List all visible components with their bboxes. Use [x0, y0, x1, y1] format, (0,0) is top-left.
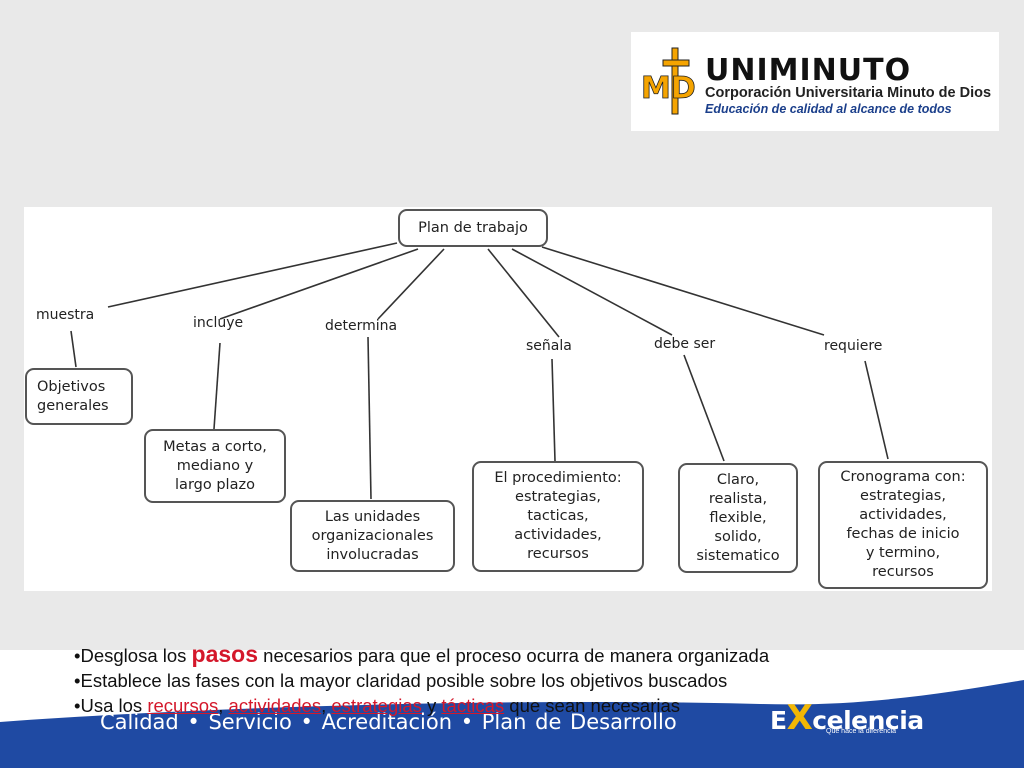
bullet-list: •Desglosa los pasos necesarios para que …	[74, 642, 1014, 718]
connector-lines	[70, 242, 889, 500]
excelencia-subtitle: Que hace la diferencia	[826, 728, 897, 735]
brand-x-icon: X	[786, 698, 813, 738]
logo-subtitle: Corporación Universitaria Minuto de Dios	[705, 85, 992, 101]
uniminuto-logo: MD UNIMINUTO Corporación Universitaria M…	[631, 32, 999, 131]
md-cross-logo-icon: MD	[641, 47, 696, 115]
link-label-muestra: muestra	[36, 307, 95, 323]
node-objetivos-generales: Objetivos generales	[25, 368, 133, 425]
emphasis-recursos: recursos	[147, 695, 219, 716]
link-label-incluye: incluye	[193, 315, 244, 331]
node-unidades-organizacionales: Las unidades organizacionales involucrad…	[290, 500, 455, 572]
bullet-2: •Establece las fases con la mayor clarid…	[74, 670, 728, 691]
bullet-3: •Usa los recursos, actividades, estrateg…	[74, 695, 681, 716]
node-cronograma: Cronograma con: estrategias, actividades…	[818, 461, 988, 589]
emphasis-pasos: pasos	[191, 641, 259, 667]
emphasis-estrategias: estrategias	[331, 695, 422, 716]
link-label-requiere: requiere	[824, 338, 883, 354]
emphasis-actividades: actividades	[228, 695, 322, 716]
node-procedimiento: El procedimiento: estrategias, tacticas,…	[472, 461, 644, 572]
node-claro-realista: Claro, realista, flexible, solido, siste…	[678, 463, 798, 573]
concept-map: Plan de trabajo muestra incluye determin…	[24, 207, 992, 591]
brand-rest: celencia	[812, 706, 924, 735]
emphasis-tacticas: tácticas	[441, 695, 505, 716]
node-metas: Metas a corto, mediano y largo plazo	[144, 429, 286, 503]
link-label-determina: determina	[325, 318, 398, 334]
bullet-1: •Desglosa los pasos necesarios para que …	[74, 641, 770, 667]
logo-name: UNIMINUTO	[705, 53, 912, 88]
link-label-senala: señala	[526, 338, 572, 354]
logo-slogan: Educación de calidad al alcance de todos	[705, 102, 952, 116]
footer-tagline: Calidad • Servicio • Acreditación • Plan…	[100, 710, 677, 734]
footer-wave	[0, 680, 1024, 768]
node-plan-de-trabajo: Plan de trabajo	[398, 209, 548, 247]
excelencia-brand: EXcelencia	[770, 698, 924, 738]
brand-e: E	[770, 706, 787, 735]
svg-text:MD: MD	[641, 71, 696, 106]
footer-band	[0, 650, 1024, 768]
link-label-debe-ser: debe ser	[654, 336, 716, 352]
